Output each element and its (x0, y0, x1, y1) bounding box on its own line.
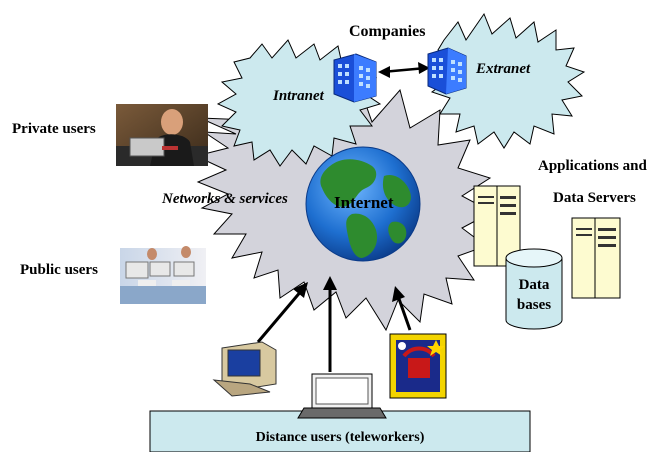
building-right-icon (427, 47, 467, 95)
extranet-label: Extranet (476, 61, 531, 77)
desktop-computer-icon (212, 341, 277, 397)
laptop-icon (297, 373, 387, 419)
database-cylinder-icon (505, 248, 563, 330)
public-users-label: Public users (20, 262, 98, 278)
extranet-cloud (430, 12, 586, 149)
private-users-label: Private users (12, 121, 96, 137)
globe-icon (305, 146, 421, 262)
applications-label-line1: Applications and (538, 158, 647, 174)
server-left-icon (473, 185, 521, 267)
applications-label-line2: Data Servers (553, 190, 636, 206)
uplink-arrows (256, 276, 412, 372)
server-right-icon (571, 217, 621, 299)
arrow-head-right (418, 62, 430, 74)
databases-label-line2: bases (516, 297, 552, 313)
building-left-icon (333, 53, 377, 103)
distance-users-label: Distance users (teleworkers) (255, 430, 425, 445)
telephone-stamp-icon (389, 333, 447, 399)
intranet-label: Intranet (273, 88, 324, 104)
internet-label: Internet (334, 193, 394, 212)
companies-label: Companies (349, 23, 426, 40)
private-user-photo (116, 104, 208, 166)
public-users-photo (120, 246, 206, 304)
networks-services-label: Networks & services (162, 191, 288, 207)
databases-label-line1: Data (518, 277, 550, 293)
distance-users-box (149, 410, 531, 452)
arrow-head-left (378, 66, 390, 78)
